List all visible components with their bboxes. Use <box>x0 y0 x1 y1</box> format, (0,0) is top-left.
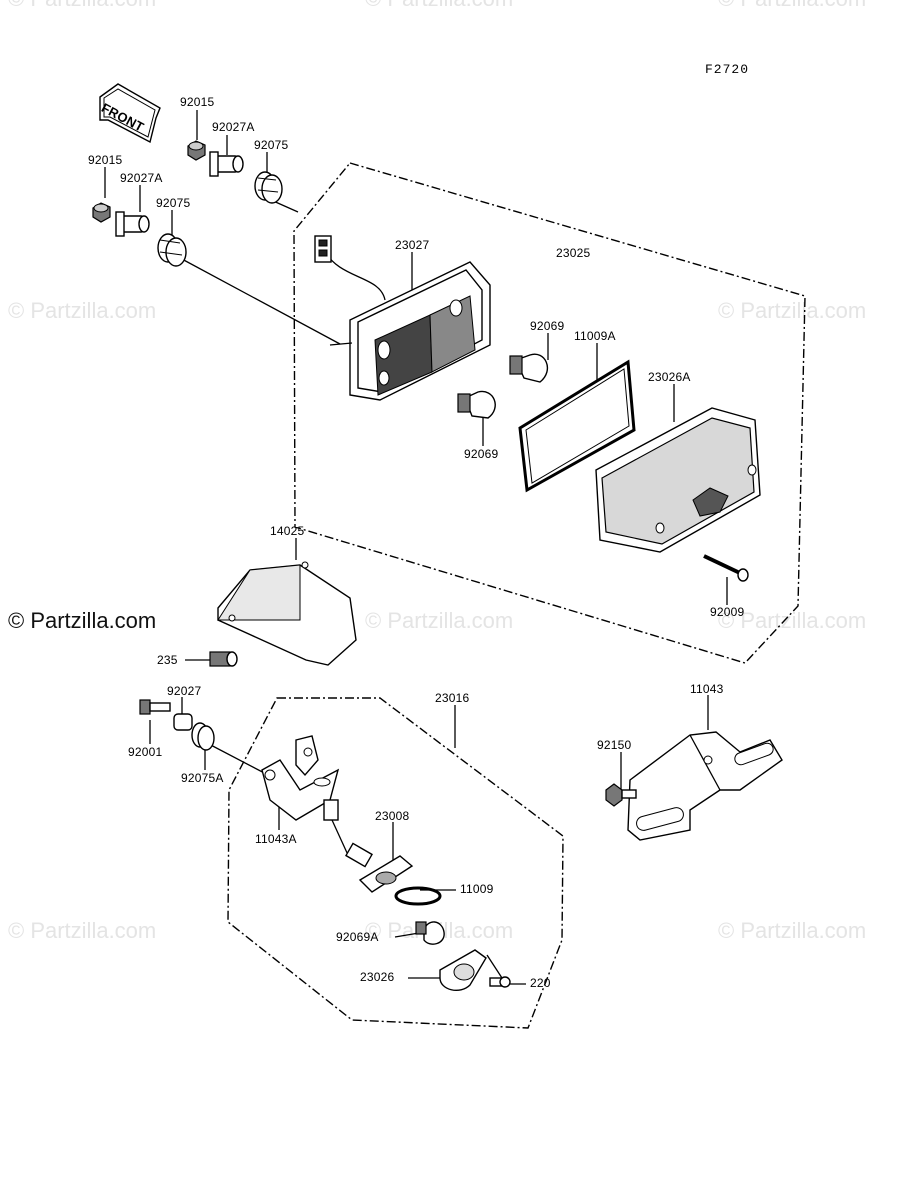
label-23016[interactable]: 23016 <box>435 691 470 705</box>
tail-light-group-outline <box>293 162 806 664</box>
watermark: © Partzilla.com <box>8 298 157 323</box>
grommet-92075-icon <box>254 171 283 204</box>
watermark: © Partzilla.com <box>365 608 514 633</box>
label-11009[interactable]: 11009 <box>460 882 494 896</box>
bulb-92069A-icon <box>415 921 445 945</box>
label-92001[interactable]: 92001 <box>128 745 163 759</box>
socket-23008-icon <box>323 799 414 893</box>
label-235[interactable]: 235 <box>157 653 178 667</box>
label-92075[interactable]: 92075 <box>156 196 191 210</box>
label-92009[interactable]: 92009 <box>710 605 745 619</box>
label-92075A[interactable]: 92075A <box>181 771 224 785</box>
label-23008[interactable]: 23008 <box>375 809 410 823</box>
collar-92027A-icon <box>209 151 244 177</box>
watermark-strong: © Partzilla.com <box>8 608 157 633</box>
label-23026A[interactable]: 23026A <box>648 370 691 384</box>
watermark: © Partzilla.com <box>718 0 866 12</box>
screw-220-icon <box>489 976 511 988</box>
label-92075[interactable]: 92075 <box>254 138 289 152</box>
bracket-11043A-icon <box>261 735 340 821</box>
label-92150[interactable]: 92150 <box>597 738 632 752</box>
bulb-92069-icon <box>457 390 496 419</box>
label-92069[interactable]: 92069 <box>464 447 499 461</box>
watermark: © Partzilla.com <box>718 608 867 633</box>
bracket-11043-icon <box>627 731 783 841</box>
label-92027A[interactable]: 92027A <box>212 120 255 134</box>
label-23027[interactable]: 23027 <box>395 238 430 252</box>
label-11009A[interactable]: 11009A <box>574 329 616 343</box>
label-92069[interactable]: 92069 <box>530 319 565 333</box>
watermark: © Partzilla.com <box>718 918 867 943</box>
grommet-92075-icon <box>157 233 187 267</box>
collar-92027-icon <box>173 713 193 731</box>
watermark: © Partzilla.com <box>365 0 513 12</box>
bolt-235-icon <box>209 651 238 667</box>
diagram-code: F2720 <box>705 62 750 77</box>
label-220[interactable]: 220 <box>530 976 551 990</box>
label-11043[interactable]: 11043 <box>690 682 724 696</box>
grommet-92075A-icon <box>191 722 215 751</box>
label-11043A[interactable]: 11043A <box>255 832 297 846</box>
nut-92015-icon <box>187 140 206 161</box>
front-arrow-icon <box>99 83 161 144</box>
label-23025[interactable]: 23025 <box>556 246 591 260</box>
collar-92027A-icon <box>115 211 150 237</box>
bolt-92150-icon <box>605 783 637 807</box>
label-92027A[interactable]: 92027A <box>120 171 163 185</box>
label-92069A[interactable]: 92069A <box>336 930 379 944</box>
tail-lens-icon <box>595 407 761 553</box>
watermark: © Partzilla.com <box>8 0 156 12</box>
label-92015[interactable]: 92015 <box>180 95 215 109</box>
screw-92009-icon <box>703 554 749 582</box>
gasket-11009A-icon <box>518 359 636 493</box>
gasket-11009-icon <box>394 886 442 906</box>
nut-92015-icon <box>92 202 111 223</box>
label-23026[interactable]: 23026 <box>360 970 395 984</box>
leader-lines <box>104 110 728 985</box>
cover-14025-icon <box>217 561 357 666</box>
label-92015[interactable]: 92015 <box>88 153 123 167</box>
label-14025[interactable]: 14025 <box>270 524 305 538</box>
watermark: © Partzilla.com <box>718 298 867 323</box>
tail-light-housing-icon <box>314 235 491 401</box>
license-lens-icon <box>439 949 487 992</box>
license-light-group-outline <box>227 697 564 1029</box>
bulb-92069-icon <box>509 353 549 383</box>
watermark: © Partzilla.com <box>8 918 157 943</box>
bolt-92001-icon <box>139 699 171 715</box>
label-92027[interactable]: 92027 <box>167 684 202 698</box>
